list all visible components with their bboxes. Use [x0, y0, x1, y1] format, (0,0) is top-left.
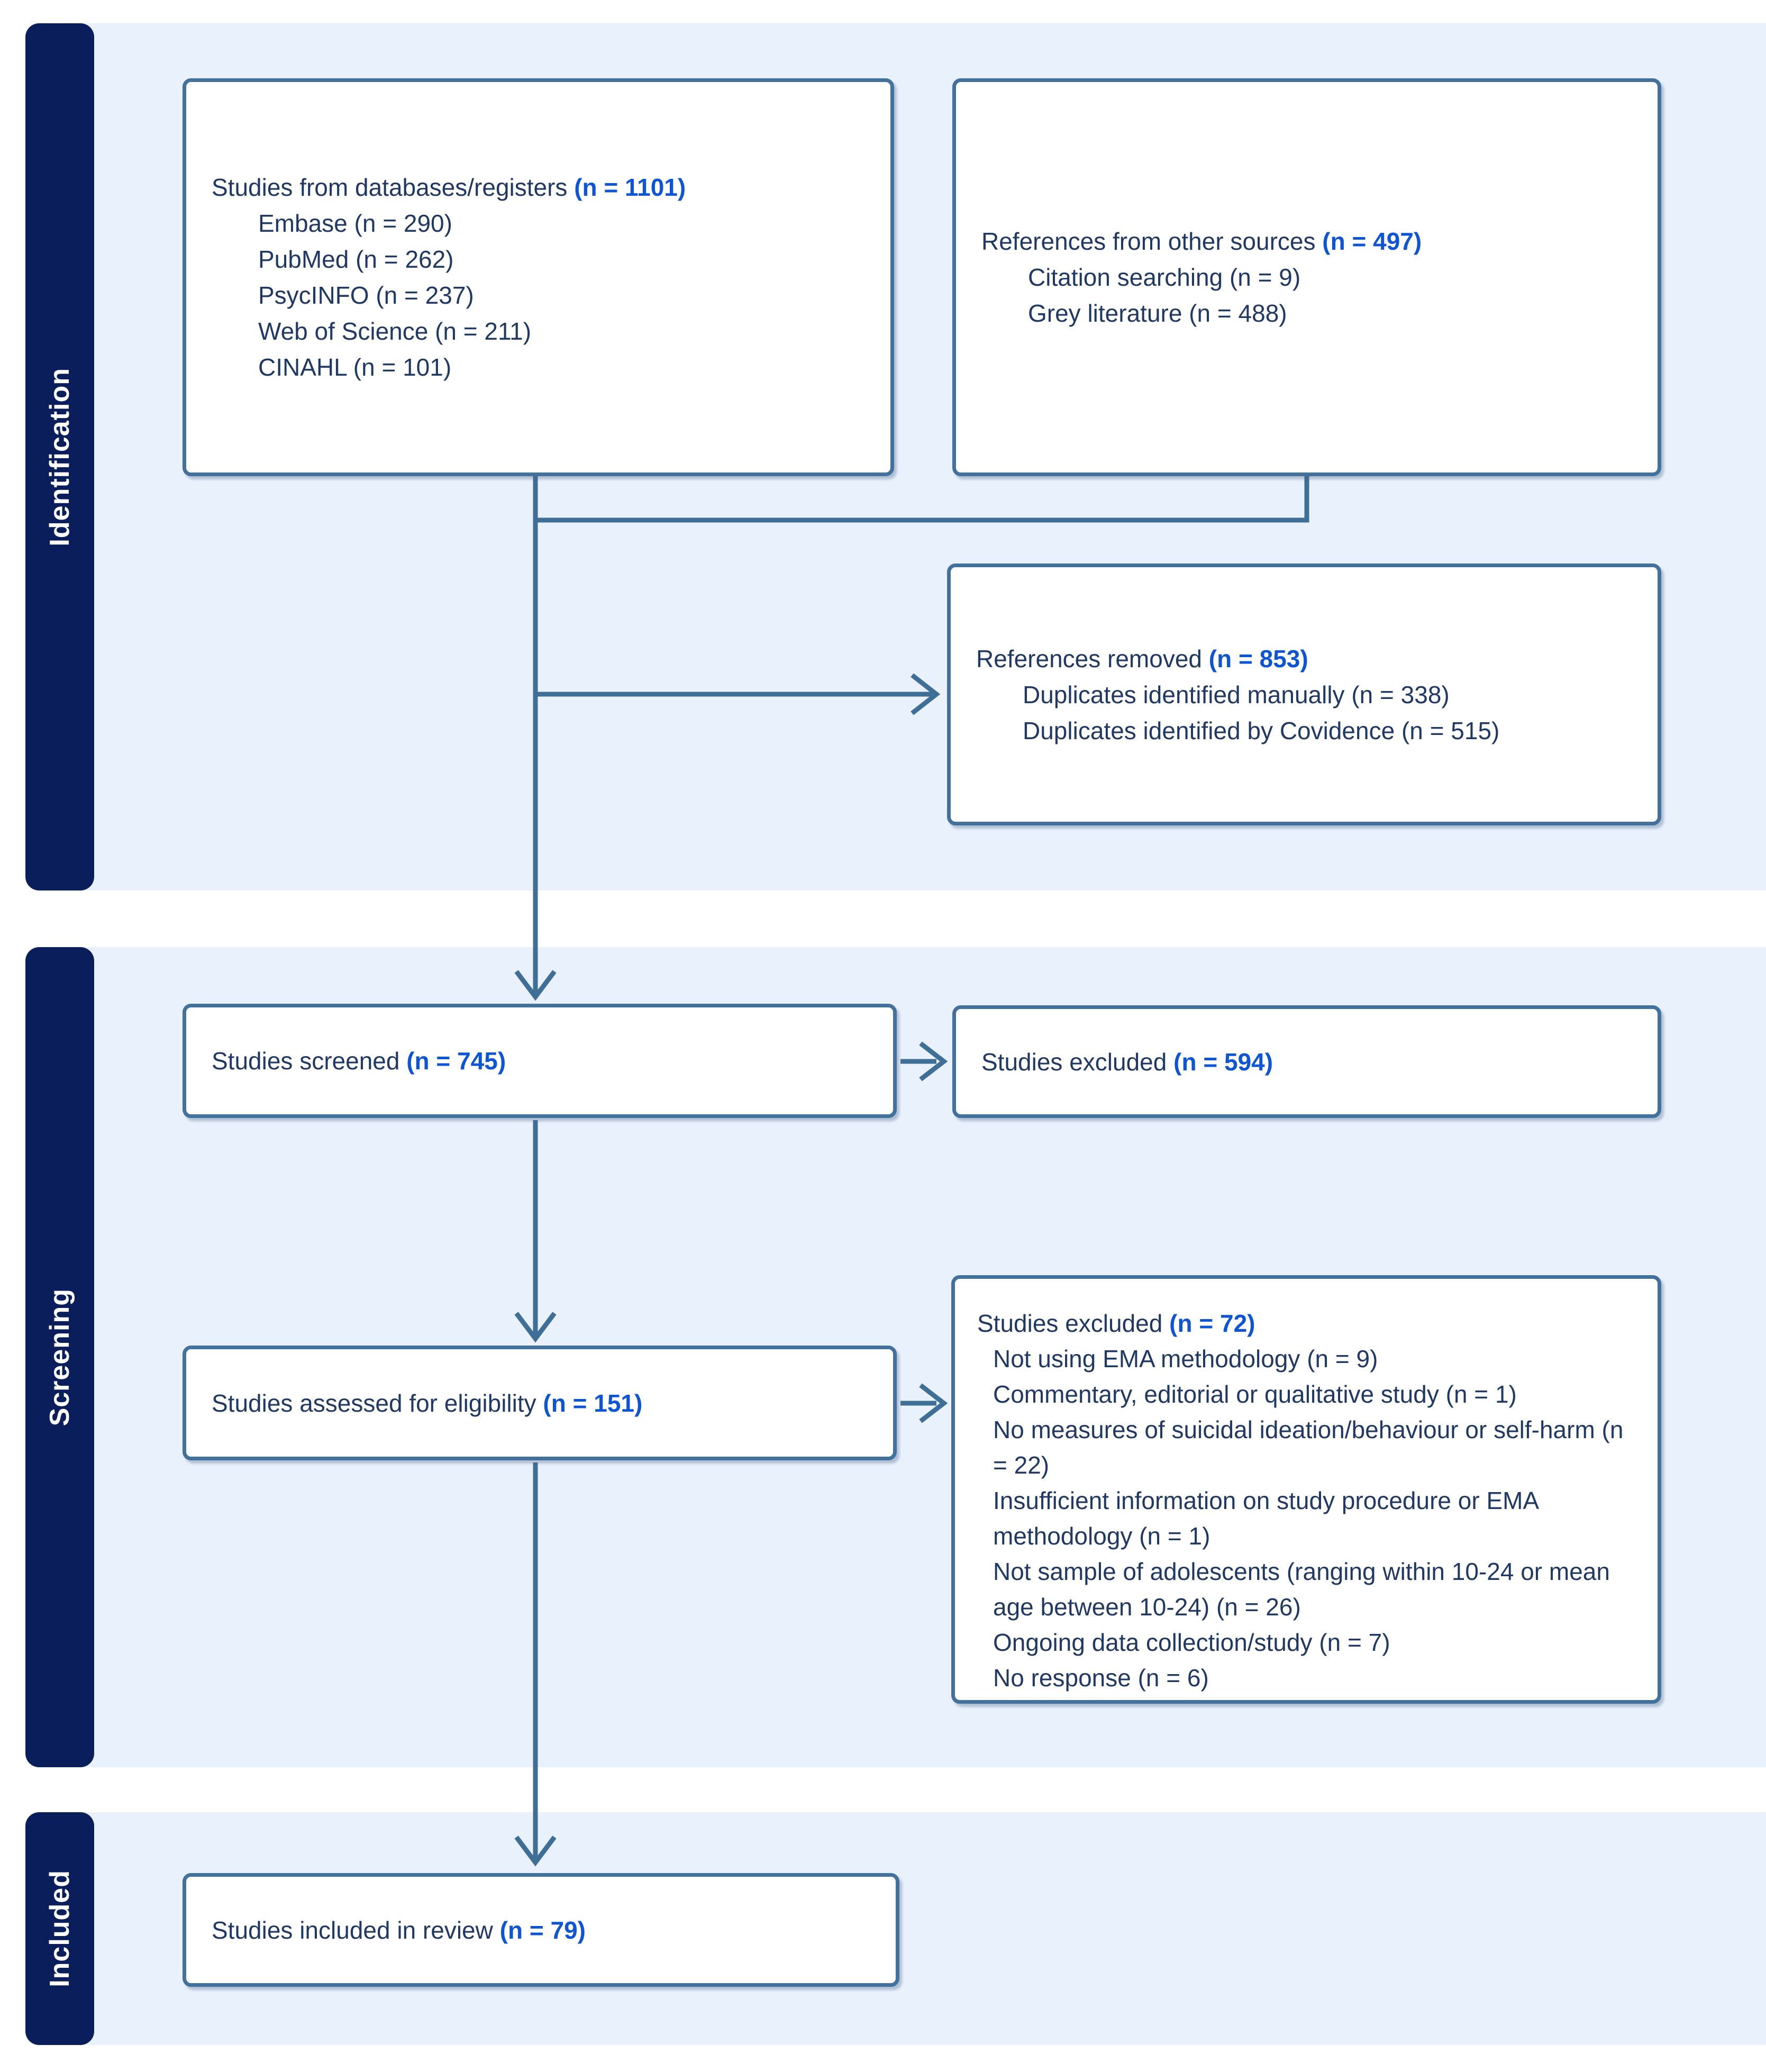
- screening-label: Screening: [44, 1288, 75, 1426]
- box-studies-screened: Studies screened (n = 745): [183, 1004, 897, 1118]
- box-title: Studies included in review (n = 79): [212, 1912, 867, 1948]
- box-title: References removed (n = 853): [976, 641, 1628, 677]
- list-item: Citation searching (n = 9): [1028, 263, 1301, 291]
- box-title: Studies screened (n = 745): [212, 1043, 864, 1079]
- box-title: Studies from databases/registers (n = 11…: [212, 169, 861, 205]
- list-item: Ongoing data collection/study (n = 7): [993, 1629, 1390, 1656]
- box-studies-assessed: Studies assessed for eligibility (n = 15…: [183, 1346, 897, 1460]
- title-text: References from other sources: [981, 228, 1316, 255]
- count-badge: (n = 151): [543, 1389, 643, 1417]
- list-item: Duplicates identified manually (n = 338): [1023, 680, 1450, 708]
- count-badge: (n = 853): [1208, 644, 1308, 673]
- identification-label: Identification: [44, 367, 75, 547]
- title-text: Studies screened: [212, 1047, 400, 1075]
- title-text: Studies from databases/registers: [212, 174, 568, 201]
- source-list: Citation searching (n = 9) Grey literatu…: [981, 259, 1628, 331]
- list-item: Not sample of adolescents (ranging withi…: [993, 1558, 1610, 1621]
- box-studies-excluded-screening: Studies excluded (n = 594): [952, 1005, 1661, 1118]
- source-list: Embase (n = 290) PubMed (n = 262) PsycIN…: [212, 205, 861, 385]
- list-item: Insufficient information on study proced…: [993, 1487, 1538, 1550]
- list-item: Grey literature (n = 488): [1028, 299, 1287, 327]
- list-item: Duplicates identified by Covidence (n = …: [1023, 716, 1500, 744]
- count-badge: (n = 1101): [574, 174, 686, 201]
- screening-sidebar-rail: Screening: [25, 947, 94, 1767]
- box-studies-included: Studies included in review (n = 79): [183, 1873, 899, 1987]
- count-badge: (n = 497): [1322, 228, 1422, 255]
- list-item: Commentary, editorial or qualitative stu…: [993, 1380, 1517, 1408]
- included-label: Included: [44, 1870, 75, 1987]
- title-text: Studies excluded: [981, 1048, 1167, 1076]
- list-item: No measures of suicidal ideation/behavio…: [993, 1416, 1624, 1479]
- list-item: PubMed (n = 262): [258, 246, 454, 273]
- title-text: References removed: [976, 644, 1202, 673]
- count-badge: (n = 79): [499, 1916, 586, 1944]
- identification-sidebar-rail: Identification: [25, 23, 94, 890]
- count-badge: (n = 745): [406, 1047, 506, 1075]
- box-title: Studies excluded (n = 594): [981, 1044, 1628, 1080]
- title-text: Studies included in review: [212, 1916, 493, 1944]
- title-text: Studies assessed for eligibility: [212, 1389, 536, 1417]
- included-sidebar-rail: Included: [25, 1812, 94, 2045]
- list-item: Not using EMA methodology (n = 9): [993, 1345, 1378, 1373]
- box-title: References from other sources (n = 497): [981, 223, 1628, 259]
- count-badge: (n = 594): [1173, 1048, 1273, 1076]
- count-badge: (n = 72): [1169, 1310, 1255, 1337]
- list-item: No response (n = 6): [993, 1664, 1209, 1692]
- title-text: Studies excluded: [977, 1310, 1163, 1337]
- list-item: CINAHL (n = 101): [258, 353, 452, 381]
- reason-list: Duplicates identified manually (n = 338)…: [976, 677, 1628, 749]
- exclusion-reason-list: Not using EMA methodology (n = 9) Commen…: [977, 1341, 1628, 1696]
- box-studies-excluded-eligibility: Studies excluded (n = 72) Not using EMA …: [951, 1275, 1661, 1704]
- box-title: Studies assessed for eligibility (n = 15…: [212, 1385, 864, 1421]
- box-title: Studies excluded (n = 72): [977, 1305, 1628, 1341]
- list-item: Embase (n = 290): [258, 210, 452, 237]
- list-item: Web of Science (n = 211): [258, 317, 532, 345]
- box-references-removed: References removed (n = 853) Duplicates …: [947, 564, 1661, 825]
- box-studies-from-databases: Studies from databases/registers (n = 11…: [183, 78, 894, 476]
- box-references-other-sources: References from other sources (n = 497) …: [952, 78, 1661, 476]
- list-item: PsycINFO (n = 237): [258, 281, 474, 309]
